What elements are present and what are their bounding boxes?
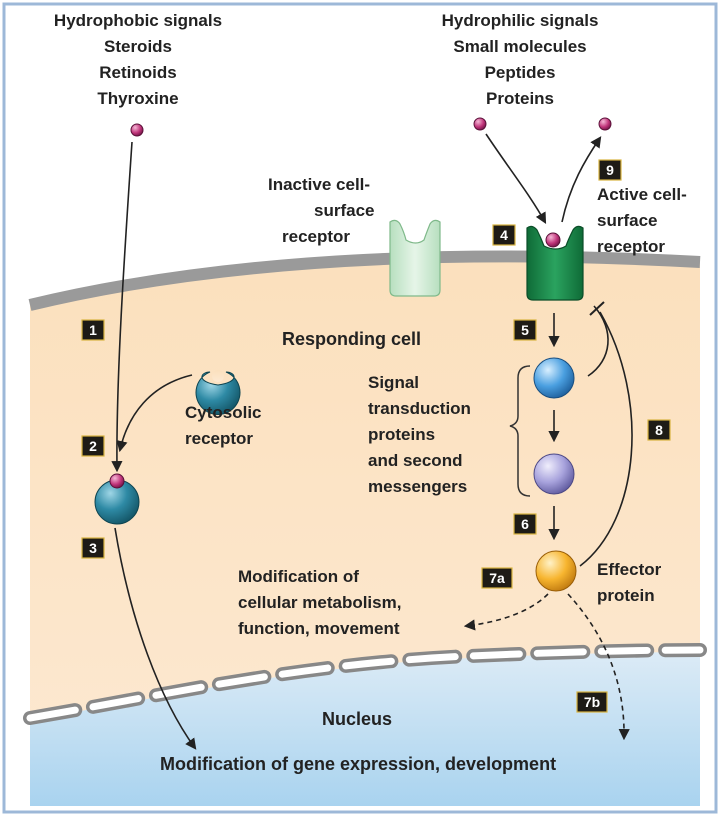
effector-protein-shape — [535, 550, 577, 592]
step-3-label: 3 — [89, 540, 97, 556]
cytosolic-receptor-site — [212, 370, 224, 382]
feedback-inhibition-long — [579, 311, 633, 567]
step-6-label: 6 — [521, 516, 529, 532]
step-7b-label: 7b — [584, 694, 600, 710]
hydrophilic-item-small-molecules: Small molecules — [453, 37, 586, 56]
feedback-inhibition-short — [587, 305, 609, 377]
step-7a-badge — [481, 567, 513, 589]
hydrophobic-signal-molecule — [130, 123, 144, 137]
inactive-receptor-line1: Inactive cell- — [268, 175, 370, 194]
hydrophobic-item-retinoids: Retinoids — [99, 63, 176, 82]
nucleus-label: Nucleus — [322, 709, 392, 729]
inhibition-bar — [589, 301, 605, 316]
arrow-receptor-to-complex — [116, 374, 193, 453]
effector-line1: Effector — [597, 560, 662, 579]
active-receptor-shape — [526, 225, 584, 301]
inactive-receptor-line3: receptor — [282, 227, 350, 246]
plasma-membrane — [28, 250, 701, 311]
transduction-line4: and second — [368, 451, 462, 470]
transduction-protein-1 — [533, 357, 575, 399]
released-signal-molecule — [598, 117, 612, 131]
hydrophilic-signal-molecule — [473, 117, 487, 131]
step-4-badge — [492, 224, 516, 246]
step-7a-label: 7a — [489, 570, 505, 586]
arrow-signal-release — [561, 136, 602, 223]
cytosolic-receptor-line1: Cytosolic — [185, 403, 262, 422]
hydrophobic-title: Hydrophobic signals — [54, 11, 222, 30]
step-8-label: 8 — [655, 422, 663, 438]
active-receptor-line2: surface — [597, 211, 657, 230]
modification-metabolism-line1: Modification of — [238, 567, 359, 586]
hydrophobic-item-steroids: Steroids — [104, 37, 172, 56]
transduction-brace — [509, 365, 531, 497]
hydrophilic-item-peptides: Peptides — [485, 63, 556, 82]
step-4-label: 4 — [500, 227, 508, 243]
transduction-line3: proteins — [368, 425, 435, 444]
frame-border — [2, 2, 718, 814]
gene-expression-label: Modification of gene expression, develop… — [160, 754, 556, 774]
transduction-line1: Signal — [368, 373, 419, 392]
effector-line2: protein — [597, 586, 655, 605]
hydrophilic-item-proteins: Proteins — [486, 89, 554, 108]
nuclear-envelope-inner — [26, 646, 704, 722]
bound-hydrophilic-signal — [545, 232, 561, 248]
bound-hydrophobic-signal — [109, 473, 125, 489]
arrow-signal-binding — [485, 133, 547, 224]
transduction-line2: transduction — [368, 399, 471, 418]
step-7b-badge — [576, 691, 608, 713]
transduction-line5: messengers — [368, 477, 467, 496]
responding-cell-label: Responding cell — [282, 329, 421, 349]
step-5-badge — [513, 319, 537, 341]
step-2-badge — [81, 435, 105, 457]
step-3-badge — [81, 537, 105, 559]
transduction-protein-2 — [533, 453, 575, 495]
step-2-label: 2 — [89, 438, 97, 454]
step-9-label: 9 — [606, 162, 614, 178]
step-9-badge — [598, 159, 622, 181]
step-1-badge — [81, 319, 105, 341]
active-receptor-line3: receptor — [597, 237, 665, 256]
inactive-receptor-shape — [389, 219, 441, 297]
arrow-signal-entry — [111, 141, 133, 473]
step-5-label: 5 — [521, 322, 529, 338]
active-receptor-line1: Active cell- — [597, 185, 687, 204]
step-8-badge — [647, 419, 671, 441]
inactive-receptor-line2: surface — [314, 201, 374, 220]
cytosolic-receptor-shape — [195, 371, 241, 415]
hydrophilic-title: Hydrophilic signals — [442, 11, 599, 30]
arrow-to-nucleus — [567, 593, 630, 741]
step-1-label: 1 — [89, 322, 97, 338]
arrow-to-gene-expression — [114, 527, 197, 750]
hydrophobic-item-thyroxine: Thyroxine — [97, 89, 178, 108]
cytosolic-receptor-line2: receptor — [185, 429, 253, 448]
modification-metabolism-line2: cellular metabolism, — [238, 593, 401, 612]
step-6-badge — [513, 513, 537, 535]
modification-metabolism-line3: function, movement — [238, 619, 400, 638]
